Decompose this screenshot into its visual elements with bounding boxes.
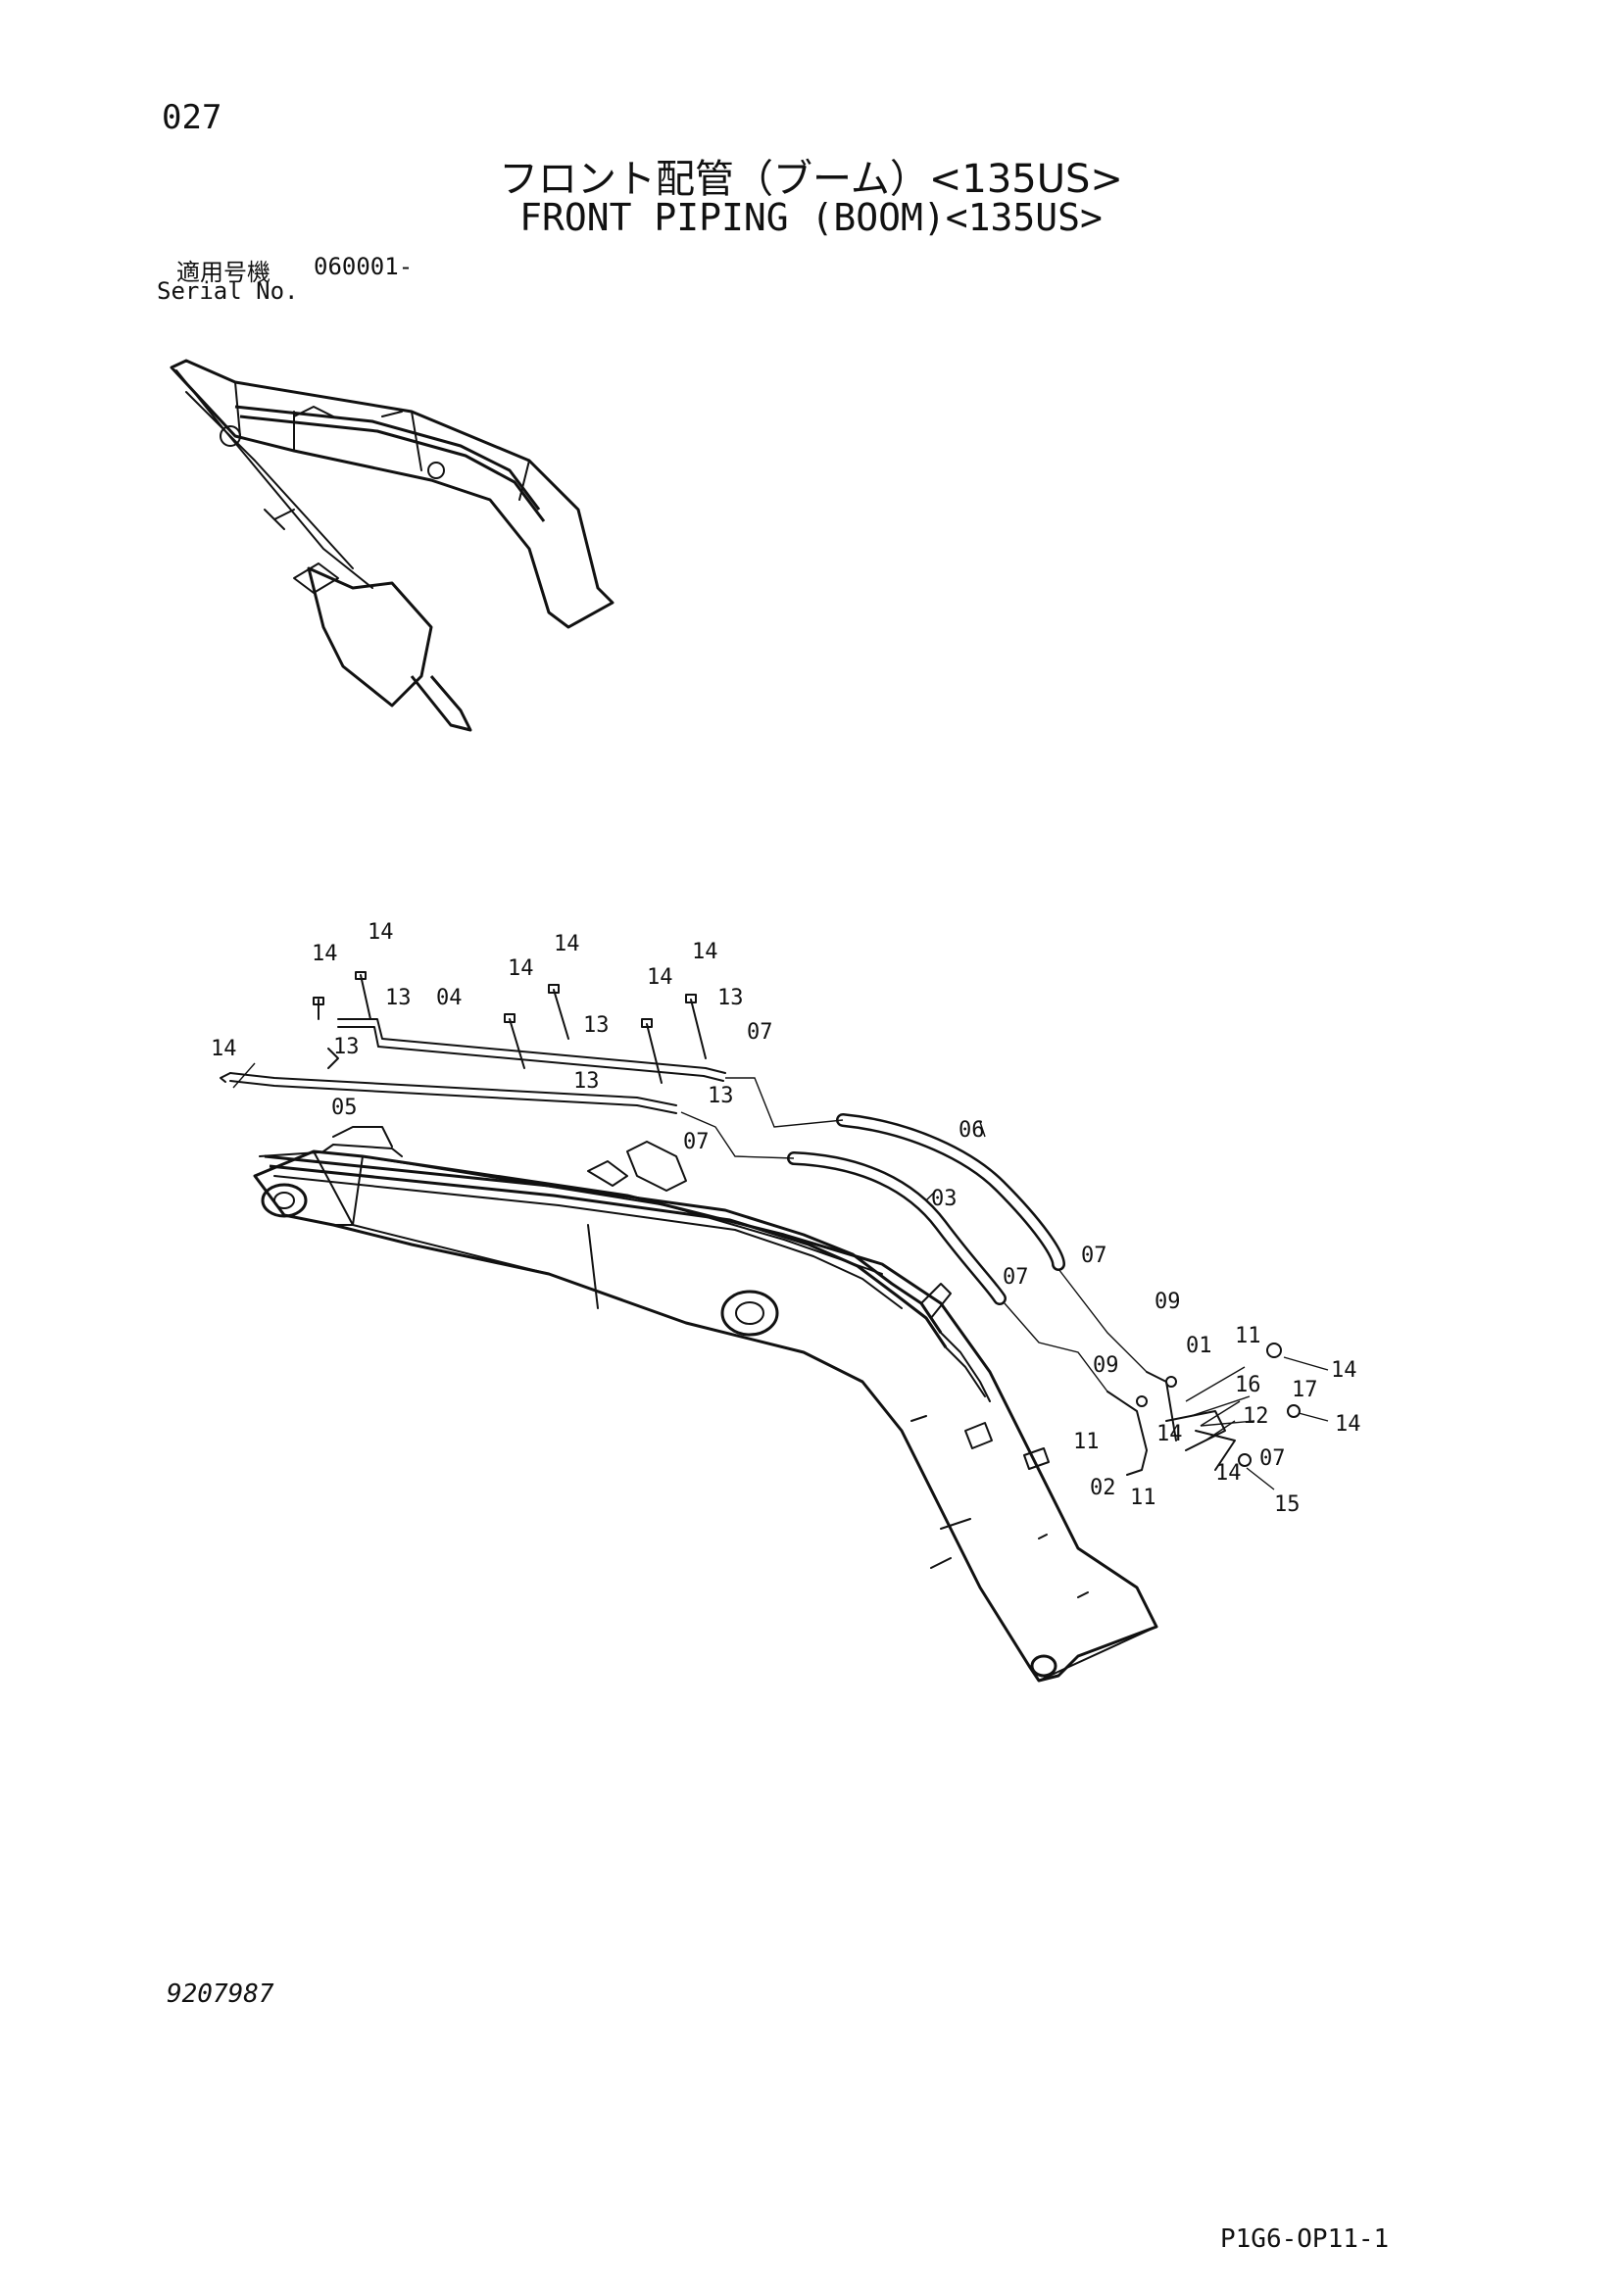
callout: 14: [1215, 1461, 1242, 1486]
serial-number-value: 060001-: [314, 253, 414, 280]
callout: 12: [1243, 1404, 1269, 1429]
callout: 14: [211, 1037, 237, 1061]
callout: 07: [1259, 1446, 1286, 1471]
callout: 14: [647, 965, 673, 990]
serial-label-japanese: 適用号機: [176, 259, 270, 286]
callout: 11: [1130, 1486, 1156, 1510]
boom-piping-lines: [259, 1144, 991, 1402]
page-title-japanese: フロント配管（ブーム）<135US>: [499, 157, 1123, 202]
callout: 02: [1090, 1476, 1116, 1500]
callout: 14: [1156, 1422, 1183, 1446]
callout: 14: [312, 942, 338, 966]
overview-machine-illustration: [170, 359, 614, 732]
bolts-14: [313, 971, 707, 1084]
callout: 07: [683, 1130, 710, 1154]
callout: 13: [708, 1084, 734, 1108]
callout: 13: [333, 1035, 360, 1059]
callout: 13: [573, 1069, 600, 1094]
callout: 05: [331, 1096, 358, 1120]
callout: 06: [958, 1118, 985, 1143]
callout: 14: [368, 920, 394, 945]
callout: 14: [554, 932, 580, 956]
page-title-english: FRONT PIPING (BOOM)<135US>: [519, 196, 1103, 239]
callout: 15: [1274, 1492, 1301, 1517]
callout-labels: 14 14 14 14 14 14 14 13 04 13 13 13 13 0…: [211, 920, 1361, 1517]
callout: 14: [508, 956, 534, 981]
callout: 14: [1331, 1358, 1357, 1383]
callout: 07: [1081, 1244, 1107, 1268]
callout: 14: [1335, 1412, 1361, 1437]
callout: 13: [717, 986, 744, 1010]
callout: 07: [747, 1020, 773, 1045]
callout: 17: [1292, 1378, 1318, 1402]
callout: 04: [436, 986, 463, 1010]
page-number: 027: [162, 98, 222, 137]
hose-03-06: [680, 1077, 1148, 1392]
callout: 09: [1155, 1290, 1181, 1314]
callout: 07: [1003, 1265, 1029, 1290]
drawing-number: 9207987: [167, 1979, 274, 2009]
callout-leaders: [232, 1062, 1329, 1490]
callout: 13: [583, 1013, 610, 1038]
pipe-04-05-assembly: [220, 1018, 726, 1114]
callout: 09: [1093, 1353, 1119, 1378]
callout: 11: [1073, 1430, 1100, 1454]
callout: 14: [692, 940, 718, 964]
callout: 03: [931, 1187, 958, 1211]
callout: 13: [385, 986, 412, 1010]
callout: 16: [1235, 1373, 1261, 1397]
page-code: P1G6-OP11-1: [1220, 2224, 1390, 2254]
serial-label-english: Serial No.: [157, 277, 299, 305]
callout: 01: [1186, 1334, 1212, 1358]
callout: 11: [1235, 1324, 1261, 1348]
